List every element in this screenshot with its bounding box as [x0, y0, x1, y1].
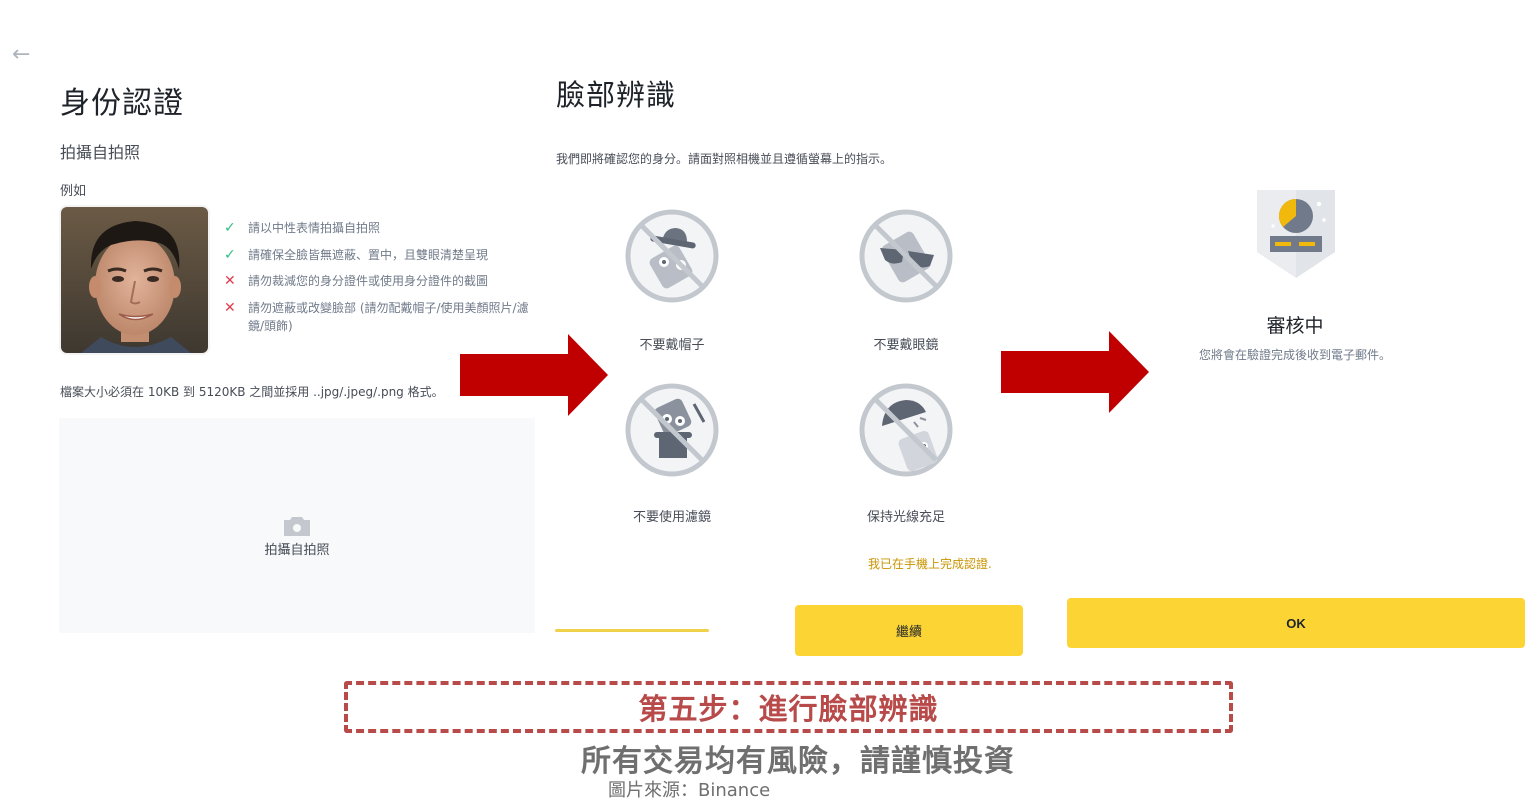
risk-warning: 所有交易均有風險，請謹慎投資	[581, 744, 1015, 779]
upload-label: 拍攝自拍照	[264, 543, 330, 558]
no-hat-icon	[624, 208, 720, 304]
rule-text: 請勿裁減您的身分證件或使用身分證件的截圖	[248, 274, 489, 288]
tip-label: 保持光線充足	[866, 510, 945, 525]
tip-label: 不要戴帽子	[639, 338, 705, 353]
sample-selfie-photo	[61, 207, 208, 353]
camera-icon	[283, 515, 311, 537]
good-lighting-icon	[858, 382, 954, 478]
file-requirements-note: 檔案大小必須在 10KB 到 5120KB 之間並採用 ..jpg/.jpeg/…	[60, 385, 444, 399]
tip-no-filter: 不要使用濾鏡	[582, 382, 762, 525]
face-recognition-title: 臉部辨識	[556, 78, 677, 112]
review-status-description: 您將會在驗證完成後收到電子郵件。	[1198, 348, 1391, 362]
step-annotation-box: 第五步：進行臉部辨識	[344, 681, 1233, 733]
example-label: 例如	[60, 184, 87, 199]
no-filter-icon	[624, 382, 720, 478]
tip-no-glasses: 不要戴眼鏡	[816, 208, 996, 353]
back-arrow-icon[interactable]: ←	[12, 42, 31, 67]
red-arrow-icon	[1001, 331, 1151, 417]
rule-text: 請勿遮蔽或改變臉部 (請勿配戴帽子/使用美顏照片/濾鏡/頭飾)	[248, 300, 529, 333]
image-source: 圖片來源：Binance	[608, 780, 771, 801]
pending-review-icon	[1257, 190, 1335, 280]
cross-icon: ✕	[224, 273, 236, 289]
tip-no-hat: 不要戴帽子	[582, 208, 762, 353]
ok-button[interactable]: OK	[1067, 598, 1525, 648]
section-subtitle: 拍攝自拍照	[60, 143, 141, 162]
completed-on-phone-link[interactable]: 我已在手機上完成認證.	[868, 557, 992, 571]
rule-item: ✓ 請以中性表情拍攝自拍照	[224, 219, 534, 237]
rule-text: 請確保全臉皆無遮蔽、置中，且雙眼清楚呈現	[248, 247, 489, 262]
progress-indicator	[555, 629, 709, 632]
tip-label: 不要使用濾鏡	[632, 510, 711, 525]
page-title: 身份認證	[60, 86, 184, 121]
step-label: 第五步：進行臉部辨識	[638, 692, 939, 726]
rule-text: 請以中性表情拍攝自拍照	[248, 221, 381, 235]
rule-item: ✕ 請勿裁減您的身分證件或使用身分證件的截圖	[224, 272, 534, 290]
review-status-title: 審核中	[1266, 315, 1324, 337]
rule-item: ✕ 請勿遮蔽或改變臉部 (請勿配戴帽子/使用美顏照片/濾鏡/頭飾)	[224, 299, 534, 335]
tip-good-lighting: 保持光線充足	[816, 382, 996, 525]
red-arrow-icon	[460, 334, 610, 420]
rule-item: ✓ 請確保全臉皆無遮蔽、置中，且雙眼清楚呈現	[224, 246, 534, 264]
continue-button[interactable]: 繼續	[795, 605, 1023, 656]
check-icon: ✓	[224, 220, 236, 236]
selfie-upload-area[interactable]: 拍攝自拍照	[59, 418, 535, 633]
check-icon: ✓	[224, 246, 236, 263]
tip-label: 不要戴眼鏡	[873, 338, 939, 353]
no-glasses-icon	[858, 208, 954, 304]
face-recognition-description: 我們即將確認您的身分。請面對照相機並且遵循螢幕上的指示。	[556, 152, 893, 166]
cross-icon: ✕	[224, 299, 236, 316]
selfie-rules-list: ✓ 請以中性表情拍攝自拍照 ✓ 請確保全臉皆無遮蔽、置中，且雙眼清楚呈現 ✕ 請…	[224, 219, 534, 343]
